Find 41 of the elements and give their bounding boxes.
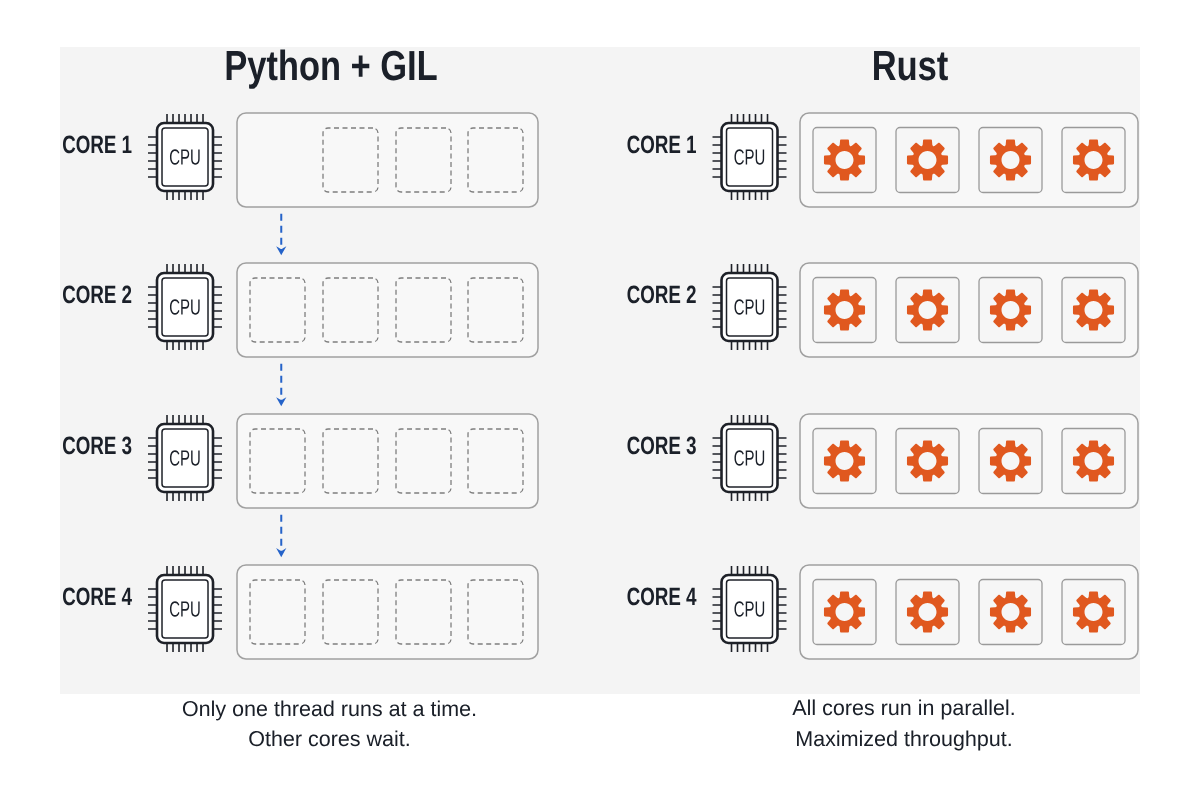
row-box [236, 564, 539, 660]
cpu-chip: CPU [711, 113, 788, 201]
caption: Maximized throughput. [797, 730, 1011, 751]
core-label: CORE 4 [63, 587, 132, 606]
dashed-slot [322, 579, 379, 645]
dashed-slot [467, 277, 524, 343]
dashed-slot [467, 127, 524, 193]
dashed-slot [249, 428, 306, 494]
caption: All cores run in parallel. [792, 699, 1014, 720]
core-label: CORE 1 [63, 135, 132, 154]
row-box [236, 262, 539, 358]
cpu-chip: CPU [147, 263, 223, 351]
cpu-chip: CPU [711, 565, 788, 653]
dashed-slot [467, 428, 524, 494]
dashed-slot [467, 579, 524, 645]
cpu-chip: CPU [711, 263, 788, 351]
caption: Only one thread runs at a time. [182, 700, 476, 721]
row-box [236, 413, 539, 509]
dashed-slot [249, 579, 306, 645]
heading: Rust [874, 51, 948, 81]
core-label: CORE 1 [627, 135, 696, 154]
caption: Other cores wait. [249, 730, 409, 747]
dashed-slot [395, 277, 452, 343]
dashed-slot [322, 277, 379, 343]
dashed-slot [395, 579, 452, 645]
core-label: CORE 4 [627, 587, 697, 606]
cpu-chip: CPU [147, 565, 223, 653]
core-label: CORE 2 [627, 285, 696, 304]
dashed-slot [322, 428, 379, 494]
core-label: CORE 3 [627, 436, 696, 455]
dashed-slot [249, 277, 306, 343]
row-box [236, 112, 539, 208]
heading: Python + GIL [226, 49, 437, 89]
dashed-slot [395, 428, 452, 494]
dashed-slot [395, 127, 452, 193]
cpu-chip: CPU [147, 414, 223, 502]
cpu-chip: CPU [711, 414, 788, 502]
dashed-slot [322, 127, 379, 193]
core-label: CORE 3 [63, 436, 132, 455]
core-label: CORE 2 [63, 285, 132, 304]
cpu-chip: CPU [147, 113, 223, 201]
